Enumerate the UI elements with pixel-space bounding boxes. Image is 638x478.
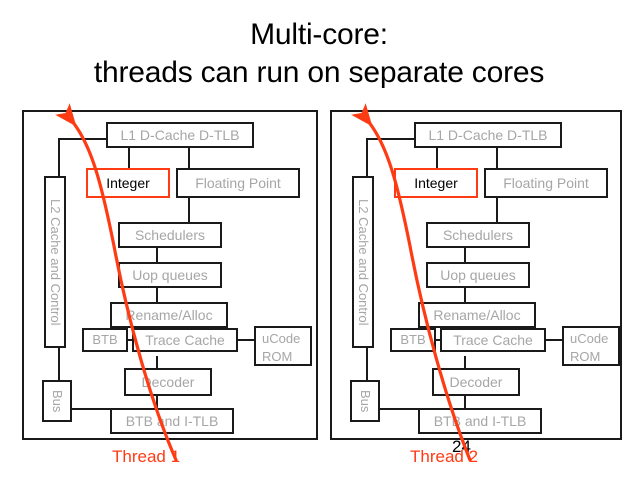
unit-label: Bus bbox=[50, 389, 65, 413]
unit-l1-dcache-dtlb[interactable]: L1 D-Cache D-TLB bbox=[414, 122, 562, 148]
unit-label: Uop queues bbox=[132, 267, 208, 283]
connector-bus-to-btbitlb bbox=[72, 408, 114, 410]
unit-label: Floating Point bbox=[503, 175, 589, 191]
unit-bus[interactable]: Bus bbox=[350, 380, 380, 422]
unit-label: Schedulers bbox=[134, 227, 206, 243]
connector-l1-to-integer bbox=[436, 146, 438, 170]
unit-btb-and-itlb[interactable]: BTB and I-TLB bbox=[418, 408, 542, 434]
unit-label: Integer bbox=[106, 175, 150, 191]
unit-label: L1 D-Cache D-TLB bbox=[120, 127, 240, 143]
unit-label: Uop queues bbox=[440, 267, 516, 283]
unit-trace-cache[interactable]: Trace Cache bbox=[440, 328, 546, 352]
connector-trace-to-ucode bbox=[546, 339, 562, 341]
unit-label: Floating Point bbox=[195, 175, 281, 191]
thread-2-label: Thread 2 bbox=[410, 447, 479, 466]
unit-label: uCode ROM bbox=[262, 331, 301, 364]
connector-l2-vertical-top bbox=[58, 138, 60, 180]
connector-decoder-to-btbitlb bbox=[464, 396, 466, 408]
unit-label: Integer bbox=[414, 175, 458, 191]
page-title-line-2: threads can run on separate cores bbox=[93, 56, 545, 89]
page-title: Multi-core: threads can run on separate … bbox=[0, 16, 638, 92]
unit-decoder[interactable]: Decoder bbox=[432, 368, 520, 396]
page-title-line-1: Multi-core: bbox=[250, 18, 388, 51]
unit-integer[interactable]: Integer bbox=[394, 168, 478, 198]
unit-l2-cache-and-control[interactable]: L2 Cache and Control bbox=[352, 176, 374, 348]
unit-label: Trace Cache bbox=[453, 332, 533, 348]
connector-trace-to-decoder bbox=[464, 356, 466, 368]
connector-l2-vertical-top bbox=[366, 138, 368, 180]
connector-l2-to-bus bbox=[366, 346, 368, 382]
core-panel-left: L1 D-Cache D-TLB Integer Floating Point … bbox=[22, 110, 318, 440]
unit-btb[interactable]: BTB bbox=[390, 328, 436, 352]
unit-floating-point[interactable]: Floating Point bbox=[176, 168, 300, 198]
unit-btb[interactable]: BTB bbox=[82, 328, 128, 352]
unit-ucode-rom[interactable]: uCode ROM bbox=[254, 326, 312, 366]
connector-fp-to-schedulers bbox=[188, 196, 190, 224]
connector-l1-to-fp bbox=[188, 146, 190, 170]
unit-floating-point[interactable]: Floating Point bbox=[484, 168, 608, 198]
thread-1-label: Thread 1 bbox=[112, 447, 181, 466]
unit-label: BTB bbox=[400, 332, 426, 347]
unit-rename-alloc[interactable]: Rename/Alloc bbox=[418, 302, 536, 328]
connector-l1-to-fp bbox=[496, 146, 498, 170]
unit-label: BTB bbox=[92, 332, 118, 347]
core-panel-right: L1 D-Cache D-TLB Integer Floating Point … bbox=[330, 110, 622, 440]
unit-label: Trace Cache bbox=[145, 332, 225, 348]
connector-fp-to-schedulers bbox=[496, 196, 498, 224]
unit-label: Bus bbox=[358, 389, 373, 413]
connector-decoder-to-btbitlb bbox=[156, 396, 158, 408]
connector-l1-to-integer bbox=[128, 146, 130, 170]
unit-label: uCode ROM bbox=[570, 331, 609, 364]
connector-trace-to-decoder bbox=[156, 356, 158, 368]
unit-label: L2 Cache and Control bbox=[356, 198, 371, 326]
connector-trace-to-ucode bbox=[238, 339, 254, 341]
unit-label: L1 D-Cache D-TLB bbox=[428, 127, 548, 143]
unit-uop-queues[interactable]: Uop queues bbox=[426, 262, 530, 288]
unit-label: Rename/Alloc bbox=[125, 307, 213, 323]
unit-ucode-rom[interactable]: uCode ROM bbox=[562, 326, 620, 366]
unit-schedulers[interactable]: Schedulers bbox=[426, 222, 530, 248]
unit-trace-cache[interactable]: Trace Cache bbox=[132, 328, 238, 352]
unit-label: Decoder bbox=[141, 374, 195, 390]
unit-label: Rename/Alloc bbox=[433, 307, 521, 323]
unit-label: Schedulers bbox=[442, 227, 514, 243]
unit-decoder[interactable]: Decoder bbox=[124, 368, 212, 396]
unit-schedulers[interactable]: Schedulers bbox=[118, 222, 222, 248]
unit-uop-queues[interactable]: Uop queues bbox=[118, 262, 222, 288]
unit-l2-cache-and-control[interactable]: L2 Cache and Control bbox=[44, 176, 66, 348]
unit-label: L2 Cache and Control bbox=[48, 198, 63, 326]
unit-label: BTB and I-TLB bbox=[125, 413, 219, 429]
unit-label: Decoder bbox=[449, 374, 503, 390]
unit-label: BTB and I-TLB bbox=[433, 413, 527, 429]
unit-btb-and-itlb[interactable]: BTB and I-TLB bbox=[110, 408, 234, 434]
connector-l2-to-bus bbox=[58, 346, 60, 382]
unit-bus[interactable]: Bus bbox=[42, 380, 72, 422]
unit-integer[interactable]: Integer bbox=[86, 168, 170, 198]
unit-rename-alloc[interactable]: Rename/Alloc bbox=[110, 302, 228, 328]
unit-l1-dcache-dtlb[interactable]: L1 D-Cache D-TLB bbox=[106, 122, 254, 148]
connector-bus-to-btbitlb bbox=[380, 408, 422, 410]
